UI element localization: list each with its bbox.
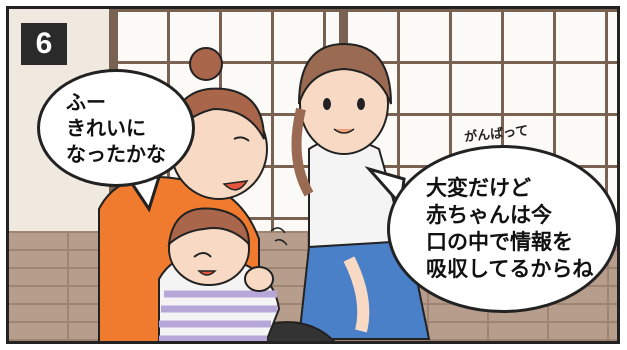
friend-character	[291, 42, 431, 340]
characters-illustration	[98, 42, 431, 341]
speech-bubble-friend: 大変だけど 赤ちゃんは今 口の中で情報を 吸収してるからね	[387, 145, 617, 313]
bubble-line: 赤ちゃんは今	[426, 203, 552, 227]
bubble-line: ふー	[66, 90, 106, 114]
bubble-line: 大変だけど	[426, 176, 531, 200]
speech-bubble-mother: ふー きれいに なったかな	[37, 69, 195, 187]
comic-panel: 6	[6, 6, 620, 344]
bubble-line: 口の中で情報を	[426, 230, 573, 254]
panel-number: 6	[21, 23, 67, 65]
bubble-line: きれいに	[66, 116, 146, 140]
baby-character	[158, 207, 281, 341]
bubble-line: 吸収してるからね	[426, 257, 594, 281]
bubble-line: なったかな	[66, 142, 166, 166]
